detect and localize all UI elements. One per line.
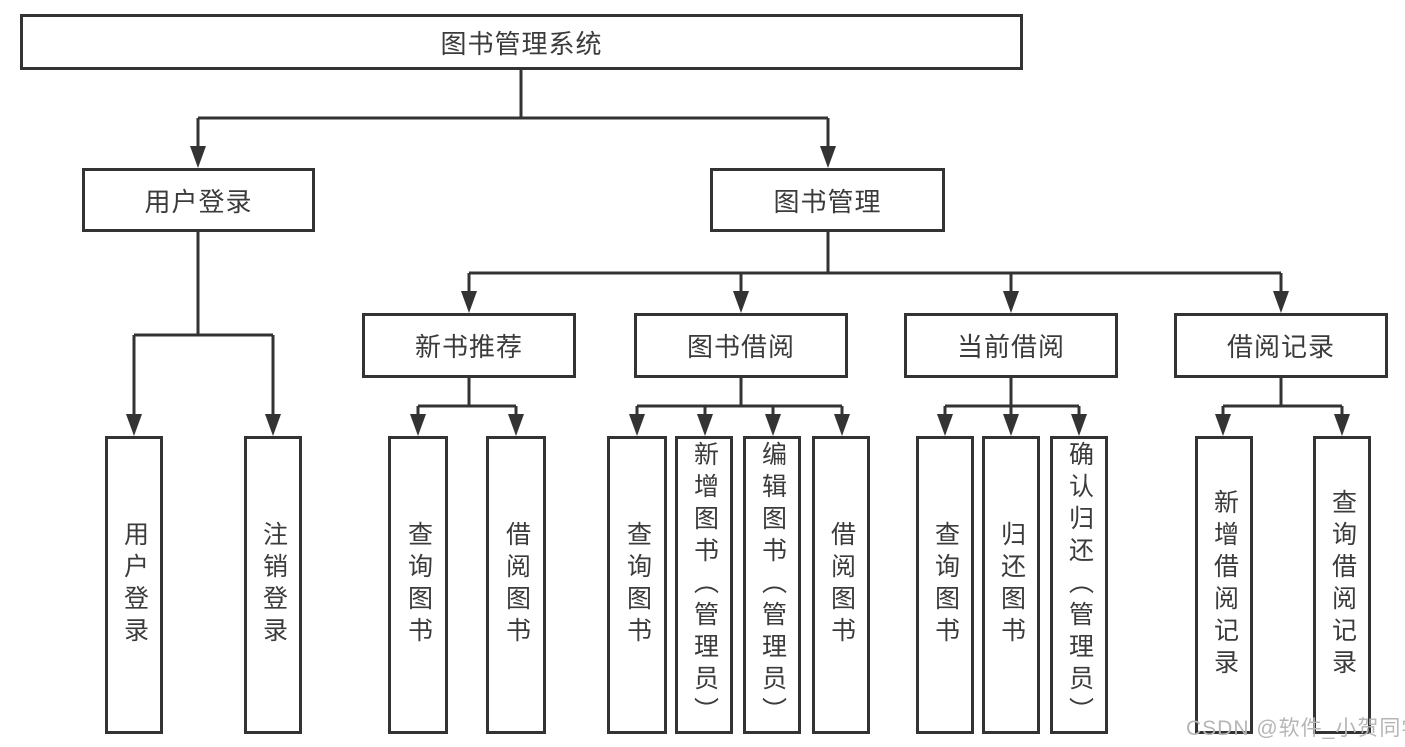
node-book-borrow: 图书借阅	[634, 313, 848, 378]
leaf-add-books-admin: 新增图书（管理员）	[675, 436, 733, 734]
leaf-logout: 注销登录	[244, 436, 302, 734]
node-label: 查询图书	[931, 521, 960, 649]
connector-book-management-children	[467, 232, 1283, 295]
node-label: 新书推荐	[414, 332, 523, 362]
leaf-user-login: 用户登录	[105, 436, 163, 734]
leaf-query-books-borrow: 查询图书	[607, 436, 667, 734]
leaf-query-books-recommend: 查询图书	[388, 436, 448, 734]
node-label: 归还图书	[997, 521, 1026, 649]
connector-root-to-level2	[196, 70, 830, 150]
node-borrow-records: 借阅记录	[1174, 313, 1388, 378]
node-label: 用户登录	[144, 186, 253, 217]
node-library-management-system: 图书管理系统	[20, 14, 1023, 70]
node-label: 当前借阅	[956, 332, 1065, 362]
node-current-borrow: 当前借阅	[904, 313, 1118, 378]
leaf-confirm-return-admin: 确认归还（管理员）	[1050, 436, 1108, 734]
leaf-query-books-current: 查询图书	[916, 436, 974, 734]
node-user-login: 用户登录	[82, 168, 315, 232]
leaf-query-borrow-record: 查询借阅记录	[1313, 436, 1371, 734]
node-label: 查询借阅记录	[1328, 489, 1357, 681]
node-label: 新增图书（管理员）	[690, 441, 719, 729]
node-label: 新增借阅记录	[1210, 489, 1239, 681]
csdn-watermark: CSDN @软件_小贺同学	[1186, 717, 1405, 740]
connector-new-book-children	[416, 378, 518, 418]
node-label: 图书管理系统	[440, 28, 603, 59]
connector-book-borrow-children	[635, 378, 844, 418]
connector-current-borrow-children	[943, 378, 1081, 418]
node-label: 图书管理	[773, 186, 882, 217]
node-book-management: 图书管理	[710, 168, 945, 232]
leaf-borrow-books-recommend: 借阅图书	[486, 436, 546, 734]
connector-borrow-records-children	[1221, 378, 1344, 418]
leaf-return-books: 归还图书	[982, 436, 1040, 734]
node-label: 用户登录	[120, 521, 149, 649]
node-label: 查询图书	[623, 521, 652, 649]
leaf-edit-books-admin: 编辑图书（管理员）	[743, 436, 801, 734]
leaf-borrow-books: 借阅图书	[812, 436, 870, 734]
node-label: 图书借阅	[686, 332, 795, 362]
node-new-book-recommend: 新书推荐	[362, 313, 576, 378]
node-label: 查询图书	[404, 521, 433, 649]
node-label: 借阅图书	[502, 521, 531, 649]
node-label: 借阅记录	[1226, 332, 1335, 362]
leaf-add-borrow-record: 新增借阅记录	[1195, 436, 1253, 734]
connector-user-login-children	[132, 232, 275, 418]
node-label: 编辑图书（管理员）	[758, 441, 787, 729]
node-label: 注销登录	[259, 521, 288, 649]
node-label: 确认归还（管理员）	[1065, 441, 1094, 729]
arrowheads	[126, 146, 1350, 436]
node-label: 借阅图书	[827, 521, 856, 649]
